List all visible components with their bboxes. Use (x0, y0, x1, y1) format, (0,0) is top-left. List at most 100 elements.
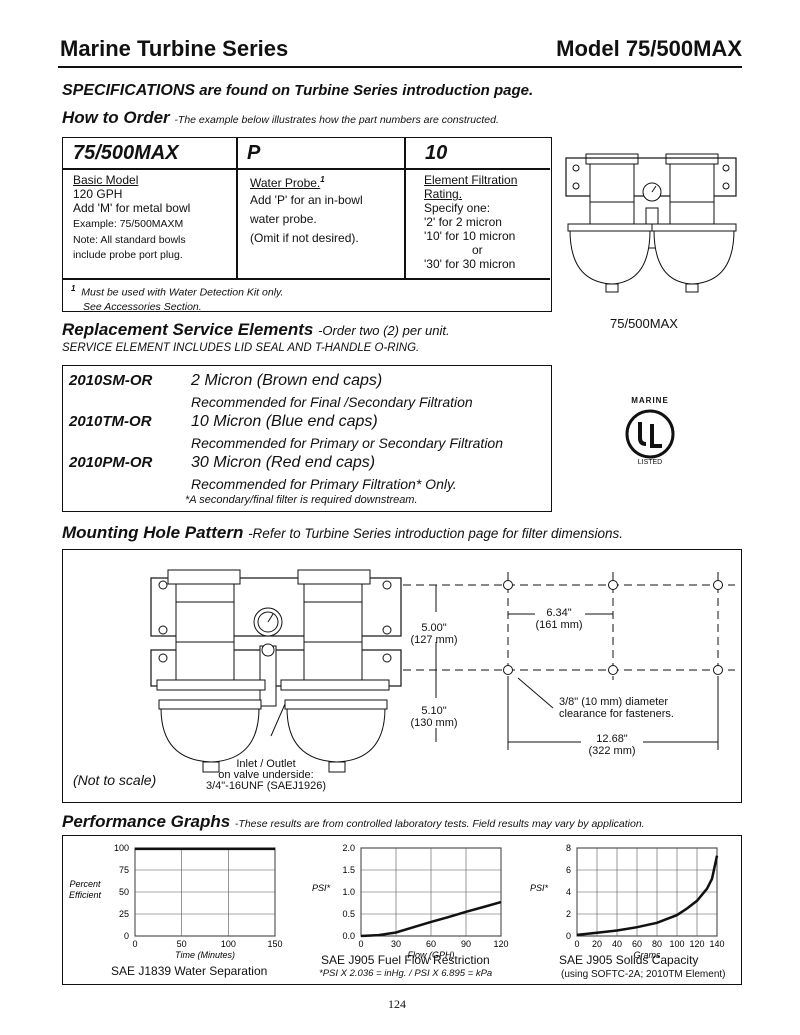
replacement-subtitle: -Order two (2) per unit. (318, 323, 450, 338)
dim-5-00: 5.00" (127 mm) (403, 622, 465, 646)
filtration-10micron: '10' for 10 micron (424, 229, 516, 243)
order-col-divider-1 (236, 138, 238, 278)
x-tick-label: 100 (669, 939, 684, 949)
order-col2-body: Water Probe.1 Add 'P' for an in-bowl wat… (250, 173, 400, 245)
dim-6-34-mm: (161 mm) (535, 619, 583, 631)
element-desc: 30 Micron (Red end caps) (191, 454, 376, 471)
mounting-title: Mounting Hole Pattern (62, 523, 244, 542)
y-axis-label: PSI* (530, 883, 549, 893)
chart3-subtitle: (using SOFTC-2A; 2010TM Element) (561, 969, 726, 980)
dim-12-68: 12.68" (322 mm) (581, 733, 643, 757)
y-tick-label: 4 (566, 887, 571, 897)
ul-marine-text: MARINE (631, 396, 669, 405)
dim-6-34-in: 6.34" (546, 607, 572, 619)
inlet-callout-line2: on valve underside: (218, 769, 314, 781)
dim-5-00-in: 5.00" (421, 622, 447, 634)
x-tick-label: 140 (709, 939, 724, 949)
y-tick-label: 6 (566, 865, 571, 875)
dim-5-00-mm: (127 mm) (410, 634, 458, 646)
replacement-box: 2010SM-OR 2 Micron (Brown end caps) Reco… (62, 365, 552, 512)
how-to-order-title: How to Order (62, 108, 170, 127)
product-illustration (565, 153, 737, 293)
water-probe-line2: water probe. (250, 212, 317, 226)
order-col-divider-2 (404, 138, 406, 278)
order-table: 75/500MAX P 10 Basic Model 120 GPH Add '… (62, 137, 552, 313)
performance-subtitle: -These results are from controlled labor… (234, 818, 645, 830)
performance-heading: Performance Graphs -These results are fr… (62, 812, 645, 832)
replacement-title: Replacement Service Elements (62, 320, 314, 339)
y-tick-label: 0 (566, 931, 571, 941)
water-probe-line3: (Omit if not desired). (250, 231, 359, 245)
product-caption: 75/500MAX (610, 316, 678, 331)
chart1-title: SAE J1839 Water Separation (111, 964, 268, 978)
y-axis-label: Percent (69, 879, 101, 889)
inlet-callout-line3: 3/4"-16UNF (SAEJ1926) (205, 780, 327, 792)
model-title: Model 75/500MAX (556, 36, 742, 61)
order-col1-head: 75/500MAX (73, 142, 179, 164)
x-tick-label: 120 (689, 939, 704, 949)
ul-logo-icon (625, 409, 675, 459)
specifications-rest: are found on Turbine Series introduction… (195, 82, 534, 99)
order-footnote-sup: 1 (71, 284, 76, 293)
x-tick-label: 90 (461, 939, 471, 949)
x-tick-label: 30 (391, 939, 401, 949)
element-2010sm: 2010SM-OR 2 Micron (Brown end caps) Reco… (69, 372, 549, 410)
inlet-callout: Inlet / Outlet on valve underside: 3/4"-… (191, 759, 341, 792)
filtration-30micron: '30' for 30 micron (424, 257, 516, 271)
hole-callout: 3/8" (10 mm) diameter clearance for fast… (559, 696, 674, 720)
x-axis-label: Grams (634, 950, 662, 960)
order-col2-head: P (247, 142, 261, 164)
chart2-note: *PSI X 2.036 = inHg. / PSI X 6.895 = kPa (319, 968, 493, 979)
y-tick-label: 1.5 (342, 865, 355, 875)
y-tick-label: 2 (566, 909, 571, 919)
series-line (360, 900, 502, 938)
y-tick-label: 0.0 (342, 931, 355, 941)
mounting-box: 5.00" (127 mm) 5.10" (130 mm) 6.34" (161… (62, 549, 742, 803)
header-rule (58, 66, 742, 68)
order-col3-body: Element Filtration Rating. Specify one: … (424, 173, 549, 271)
water-probe-sup: 1 (320, 175, 325, 184)
element-code: 2010PM-OR (69, 454, 153, 471)
hole-callout-line1: 3/8" (10 mm) diameter (559, 696, 669, 708)
filtration-or: or (472, 243, 483, 257)
order-footnote-line1: Must be used with Water Detection Kit on… (81, 286, 284, 299)
mounting-drawing (150, 569, 735, 773)
dim-6-34: 6.34" (161 mm) (528, 607, 590, 631)
y-tick-label: 2.0 (342, 843, 355, 853)
ul-listed-text: LISTED (637, 459, 663, 466)
specifications-lead: SPECIFICATIONS (62, 82, 196, 99)
order-footer-divider (63, 278, 550, 280)
basic-model-gph: 120 GPH (73, 187, 123, 201)
y-axis-label: Efficient (69, 890, 102, 900)
x-tick-label: 20 (592, 939, 602, 949)
chart3-title: SAE J905 Solids Capacity (559, 953, 699, 967)
hole-callout-line2: clearance for fasteners. (559, 708, 674, 720)
x-tick-label: 0 (132, 939, 137, 949)
order-col1-body: Basic Model 120 GPH Add 'M' for metal bo… (73, 173, 233, 262)
x-tick-label: 0 (358, 939, 363, 949)
basic-model-example: Example: 75/500MAXM (73, 218, 184, 230)
mounting-subtitle: -Refer to Turbine Series introduction pa… (248, 526, 623, 541)
dim-5-10: 5.10" (130 mm) (403, 705, 465, 729)
not-to-scale: (Not to scale) (73, 772, 157, 788)
y-axis-label: PSI* (312, 883, 331, 893)
page-number: 124 (388, 997, 406, 1011)
water-probe-line1: Add 'P' for an in-bowl (250, 193, 363, 207)
basic-model-title: Basic Model (73, 173, 139, 187)
x-tick-label: 40 (612, 939, 622, 949)
y-tick-label: 50 (119, 887, 129, 897)
x-tick-label: 0 (574, 939, 579, 949)
element-desc: 2 Micron (Brown end caps) (191, 372, 383, 389)
filtration-title-2: Rating. (424, 187, 463, 201)
order-footnote-line2: See Accessories Section. (83, 300, 202, 313)
replacement-note: SERVICE ELEMENT INCLUDES LID SEAL AND T-… (62, 342, 420, 354)
y-tick-label: 75 (119, 865, 129, 875)
y-tick-label: 8 (566, 843, 571, 853)
basic-model-metal: Add 'M' for metal bowl (73, 201, 191, 215)
y-tick-label: 0.5 (342, 909, 355, 919)
x-axis-label: Time (Minutes) (175, 950, 235, 960)
order-col3-head: 10 (425, 142, 448, 164)
x-tick-label: 60 (632, 939, 642, 949)
element-rec: Recommended for Primary Filtration* Only… (191, 476, 457, 492)
